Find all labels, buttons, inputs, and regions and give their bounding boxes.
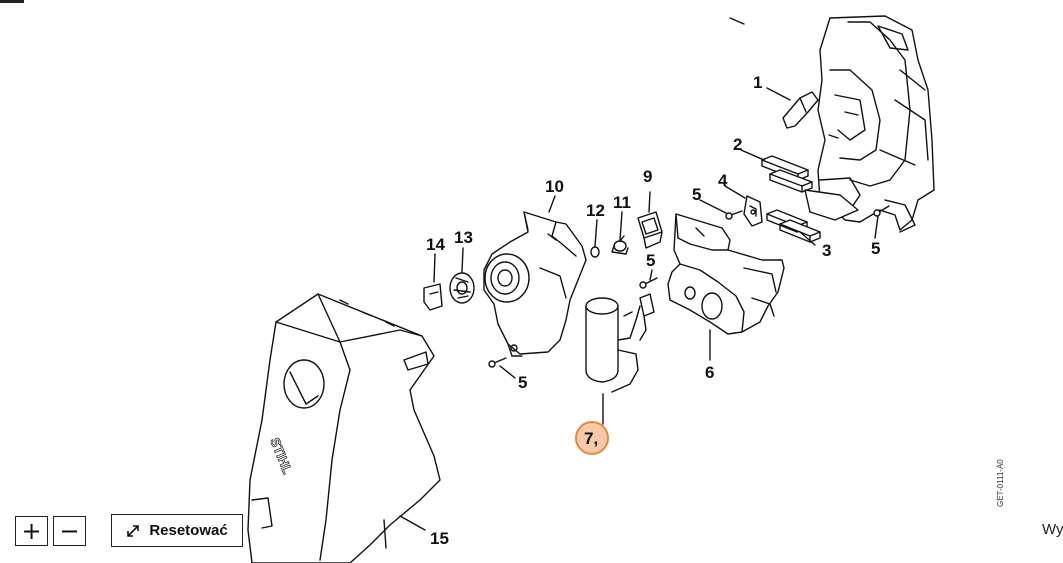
part-3-strips[interactable] xyxy=(766,209,821,243)
callout-5: 5 xyxy=(646,251,655,270)
part-13-fan[interactable] xyxy=(449,272,475,304)
leader-lines xyxy=(399,17,879,531)
callout-5: 5 xyxy=(692,185,701,204)
part-2-strips[interactable] xyxy=(761,155,813,193)
callout-labels: 1 2 3 4 5 5 5 5 6 7, 9 10 11 12 13 14 15 xyxy=(426,73,880,548)
part-6-bracket[interactable] xyxy=(667,213,785,335)
callout-11: 11 xyxy=(613,193,631,212)
callout-7-highlight[interactable]: 7, xyxy=(575,421,609,455)
plus-icon: + xyxy=(21,517,42,545)
reset-label: Resetować xyxy=(149,522,228,539)
reset-button[interactable]: Resetować xyxy=(111,514,243,547)
part-5-screws[interactable] xyxy=(488,205,890,368)
callout-3: 3 xyxy=(822,241,831,260)
callout-5: 5 xyxy=(871,239,880,258)
callout-9: 9 xyxy=(643,167,652,186)
callout-5: 5 xyxy=(518,373,527,392)
callout-10: 10 xyxy=(545,177,564,196)
part-10-motor-housing[interactable] xyxy=(483,211,587,357)
callout-14: 14 xyxy=(426,235,445,254)
callout-1: 1 xyxy=(753,73,762,92)
callout-2: 2 xyxy=(733,135,742,154)
zoom-in-button[interactable]: + xyxy=(15,516,48,546)
zoom-out-button[interactable]: − xyxy=(53,516,86,546)
part-15-cover[interactable]: STIHL xyxy=(247,293,441,563)
callout-6: 6 xyxy=(705,363,714,382)
minus-icon: − xyxy=(59,517,80,545)
part-9-switch[interactable] xyxy=(637,211,663,249)
callout-4: 4 xyxy=(718,171,728,190)
callout-13: 13 xyxy=(454,228,473,247)
part-11-bushing[interactable] xyxy=(611,235,629,255)
callout-7: 7, xyxy=(584,429,598,448)
part-4-clip[interactable] xyxy=(743,195,763,227)
part-7-capacitor[interactable] xyxy=(585,297,641,393)
part-14-cap[interactable] xyxy=(423,283,443,311)
callout-12: 12 xyxy=(586,201,605,220)
expand-arrows-icon xyxy=(127,524,140,537)
document-id: GET-0111-A0 xyxy=(996,459,1005,507)
toolbar-fragment xyxy=(0,0,24,3)
part-1-frame[interactable] xyxy=(782,15,935,233)
part-12-ring[interactable] xyxy=(590,246,600,258)
side-panel-text: Wy xyxy=(1042,521,1063,538)
callout-15: 15 xyxy=(430,529,449,548)
part-8-connector[interactable] xyxy=(639,293,655,341)
